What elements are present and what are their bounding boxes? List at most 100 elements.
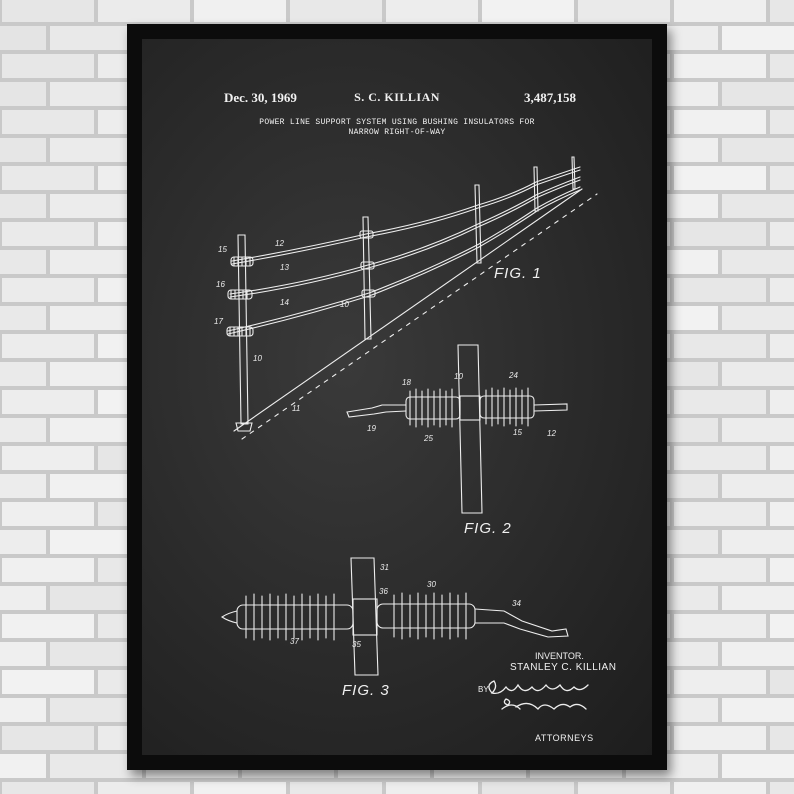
brick xyxy=(2,166,94,190)
brick xyxy=(0,194,46,218)
brick xyxy=(50,306,142,330)
brick xyxy=(0,418,46,442)
ground-line xyxy=(233,188,583,432)
pole-2-insulators xyxy=(359,230,376,298)
brick xyxy=(770,110,794,134)
conductor-12 xyxy=(231,166,581,262)
brick xyxy=(722,138,794,162)
conductor-14 xyxy=(227,186,581,332)
brick xyxy=(674,558,766,582)
ref-25: 25 xyxy=(423,434,433,443)
brick xyxy=(482,0,574,22)
fig2-drawing: 10 18 24 19 25 15 12 xyxy=(346,344,568,514)
conductor-12-b xyxy=(231,169,581,265)
brick xyxy=(722,754,794,778)
brick xyxy=(0,474,46,498)
brick xyxy=(722,586,794,610)
patent-title-line-2: NARROW RIGHT-OF-WAY xyxy=(348,128,446,137)
ref-17: 17 xyxy=(214,317,223,326)
fig3-left-bushing xyxy=(236,593,354,641)
fig1-drawing: 15 16 17 12 13 14 10 10 11 xyxy=(214,156,598,440)
chalkboard-print: Dec. 30, 1969 S. C. KILLIAN 3,487,158 PO… xyxy=(142,39,652,755)
brick xyxy=(674,0,766,22)
conductor-13-b xyxy=(229,179,581,298)
brick xyxy=(194,782,286,794)
ref-10-pole1: 10 xyxy=(253,354,262,363)
patent-drawing: 15 16 17 12 13 14 10 10 11 xyxy=(214,156,598,710)
brick xyxy=(722,362,794,386)
pole-1 xyxy=(237,234,249,425)
brick xyxy=(50,26,142,50)
brick xyxy=(0,250,46,274)
fig3-pole xyxy=(350,557,379,676)
attorneys-label: ATTORNEYS xyxy=(535,733,594,743)
fig2-cable-right xyxy=(533,403,568,412)
ref-16: 16 xyxy=(216,280,225,289)
ref-31: 31 xyxy=(380,563,389,572)
poster-frame: Dec. 30, 1969 S. C. KILLIAN 3,487,158 PO… xyxy=(127,24,667,770)
brick xyxy=(674,390,766,414)
brick xyxy=(770,166,794,190)
brick xyxy=(770,558,794,582)
inventor-header: S. C. KILLIAN xyxy=(354,90,440,104)
brick xyxy=(2,558,94,582)
brick xyxy=(722,474,794,498)
brick xyxy=(674,110,766,134)
brick xyxy=(770,54,794,78)
ref-18: 18 xyxy=(402,378,411,387)
brick xyxy=(386,782,478,794)
pole-3 xyxy=(474,184,482,264)
brick xyxy=(770,726,794,750)
inventor-label: INVENTOR. xyxy=(535,651,584,661)
inventor-name: STANLEY C. KILLIAN xyxy=(510,662,617,673)
brick xyxy=(770,446,794,470)
brick xyxy=(50,586,142,610)
brick xyxy=(2,278,94,302)
brick xyxy=(0,530,46,554)
brick xyxy=(2,782,94,794)
brick xyxy=(674,614,766,638)
brick xyxy=(2,502,94,526)
right-of-way-line xyxy=(241,193,598,440)
brick xyxy=(578,0,670,22)
fig-1-label: FIG. 1 xyxy=(494,265,542,282)
ref-10-pole2: 10 xyxy=(340,300,349,309)
brick xyxy=(2,0,94,22)
brick xyxy=(386,0,478,22)
ref-35: 35 xyxy=(352,640,361,649)
brick xyxy=(2,390,94,414)
ref-24: 24 xyxy=(508,371,518,380)
brick xyxy=(50,82,142,106)
ref-36: 36 xyxy=(379,587,388,596)
ref-15: 15 xyxy=(218,245,227,254)
brick xyxy=(722,306,794,330)
brick xyxy=(482,782,574,794)
brick xyxy=(50,418,142,442)
brick xyxy=(722,642,794,666)
brick xyxy=(770,0,794,22)
brick xyxy=(674,278,766,302)
ref-11: 11 xyxy=(292,404,300,413)
fig3-cable-lead xyxy=(474,608,569,638)
brick xyxy=(194,0,286,22)
fig-2-label: FIG. 2 xyxy=(464,520,512,537)
patent-date: Dec. 30, 1969 xyxy=(224,90,297,105)
brick xyxy=(50,138,142,162)
brick xyxy=(50,754,142,778)
brick xyxy=(674,166,766,190)
fig2-right-bushing xyxy=(479,387,535,427)
brick xyxy=(290,0,382,22)
conductor-13 xyxy=(229,176,581,295)
ref-13: 13 xyxy=(280,263,289,272)
fig3-clamp xyxy=(352,598,378,636)
patent-number: 3,487,158 xyxy=(524,90,576,105)
patent-title-line-1: POWER LINE SUPPORT SYSTEM USING BUSHING … xyxy=(259,118,535,127)
brick xyxy=(722,82,794,106)
brick xyxy=(0,754,46,778)
brick xyxy=(674,782,766,794)
ref-14: 14 xyxy=(280,298,289,307)
brick xyxy=(2,670,94,694)
brick xyxy=(722,26,794,50)
brick xyxy=(674,670,766,694)
brick xyxy=(674,222,766,246)
